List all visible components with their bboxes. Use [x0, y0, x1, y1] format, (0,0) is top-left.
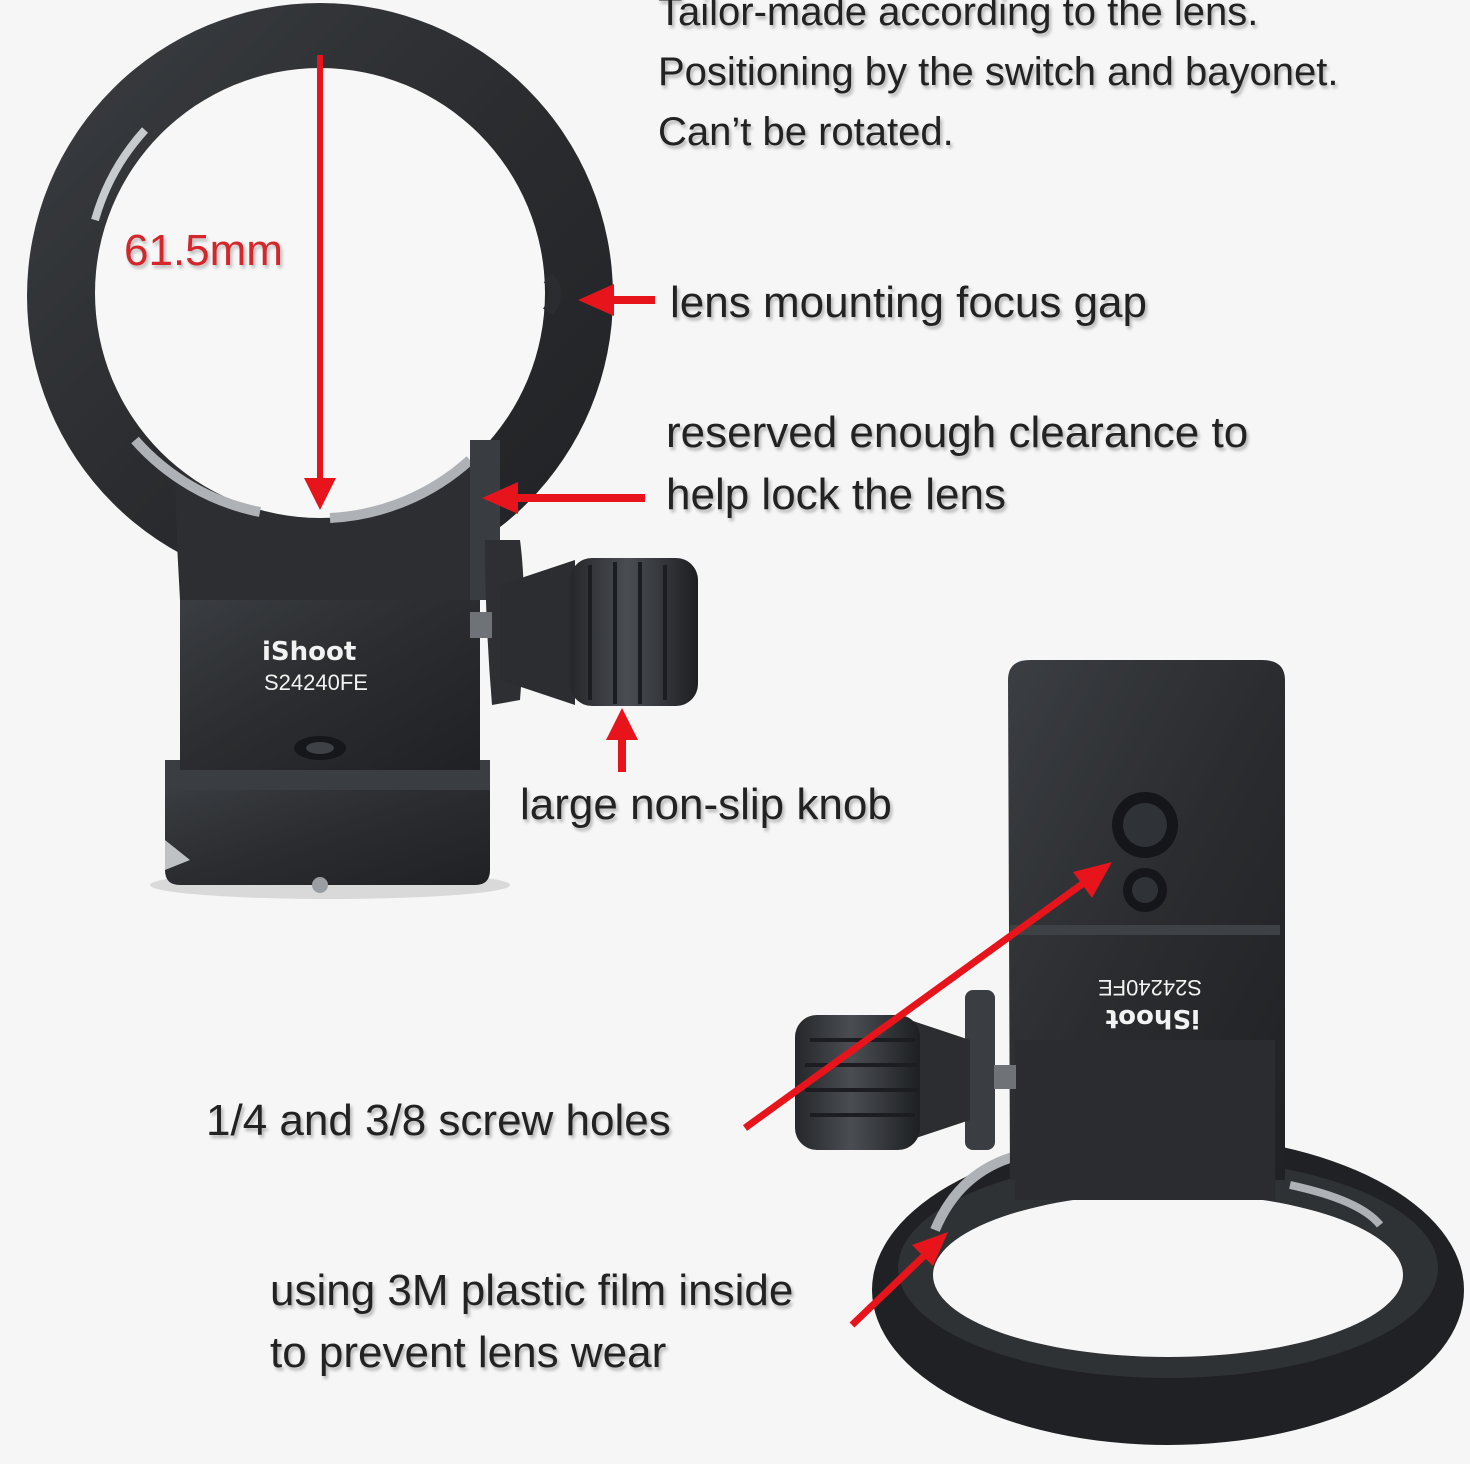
engraved-model-back: S24240FE — [1098, 975, 1202, 1000]
engraved-brand-front: iShoot — [262, 637, 356, 667]
film-caption: using 3M plastic film inside to prevent … — [270, 1260, 793, 1384]
screw-holes-arrow — [742, 862, 1112, 1131]
header-line-2: Positioning by the switch and bayonet. — [658, 50, 1339, 94]
diameter-arrow — [304, 55, 336, 510]
lens-collar-back-view: S24240FE iShoot — [795, 660, 1464, 1445]
focus-gap-arrow — [578, 284, 655, 316]
knob-caption: large non-slip knob — [520, 780, 892, 829]
film-line-1: using 3M plastic film inside — [270, 1266, 794, 1315]
film-line-2: to prevent lens wear — [270, 1328, 667, 1377]
header-line-3: Can’t be rotated. — [658, 110, 954, 154]
engraved-model-front: S24240FE — [264, 670, 368, 695]
diameter-label: 61.5mm — [124, 226, 283, 275]
annotation-arrows — [304, 55, 1112, 1328]
lens-collar-front-view: iShoot S24240FE — [27, 3, 698, 899]
focus-gap-caption: lens mounting focus gap — [670, 278, 1147, 327]
clearance-caption: reserved enough clearance to help lock t… — [666, 402, 1248, 526]
clearance-line-1: reserved enough clearance to — [666, 408, 1249, 457]
header-caption: Tailor-made according to the lens. Posit… — [658, 0, 1338, 162]
knob-arrow — [606, 708, 638, 772]
clearance-arrow — [482, 482, 645, 514]
header-line-1: Tailor-made according to the lens. — [658, 0, 1259, 34]
engraved-brand-back: iShoot — [1106, 1003, 1200, 1033]
screw-holes-caption: 1/4 and 3/8 screw holes — [206, 1096, 671, 1145]
film-arrow — [849, 1232, 948, 1328]
clearance-line-2: help lock the lens — [666, 470, 1006, 519]
